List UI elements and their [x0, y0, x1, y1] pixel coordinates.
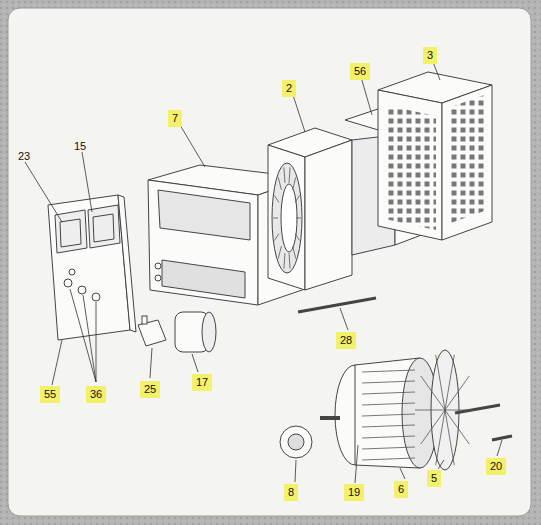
callout-number: 28: [336, 332, 356, 349]
callout-number: 56: [350, 63, 370, 80]
callout-number: 25: [140, 381, 160, 398]
callout-number: 20: [486, 458, 506, 475]
callout-number: 7: [168, 110, 182, 127]
callout-number: 2: [282, 80, 296, 97]
callout-number: 6: [394, 481, 408, 498]
callout-number: 5: [427, 470, 441, 487]
callout-number: 36: [86, 386, 106, 403]
callout-number: 23: [14, 148, 34, 165]
callout-number: 55: [40, 386, 60, 403]
callout-number: 15: [70, 138, 90, 155]
callout-number: 8: [284, 484, 298, 501]
callout-number: 17: [192, 374, 212, 391]
callout-number: 3: [423, 47, 437, 64]
callout-number: 19: [344, 484, 364, 501]
